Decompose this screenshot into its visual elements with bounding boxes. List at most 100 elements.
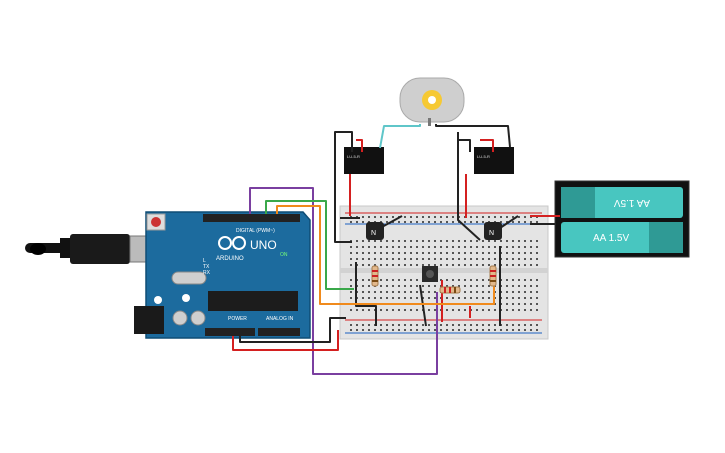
breadboard-hole	[488, 258, 490, 260]
breadboard-hole	[506, 324, 508, 326]
breadboard-hole	[380, 246, 382, 248]
breadboard-hole	[398, 285, 400, 287]
breadboard-hole	[488, 216, 490, 218]
breadboard-hole	[410, 285, 412, 287]
breadboard-hole	[506, 303, 508, 305]
breadboard-hole	[350, 264, 352, 266]
breadboard-hole	[374, 264, 376, 266]
wire-red	[480, 139, 494, 152]
breadboard-hole	[416, 309, 418, 311]
breadboard-hole	[434, 264, 436, 266]
wire-black	[457, 132, 471, 152]
breadboard-hole	[518, 221, 520, 223]
breadboard-hole	[530, 303, 532, 305]
breadboard-hole	[512, 297, 514, 299]
analog-header[interactable]	[258, 328, 300, 336]
breadboard-hole	[458, 297, 460, 299]
breadboard-hole	[446, 329, 448, 331]
breadboard-hole	[392, 252, 394, 254]
breadboard-hole	[368, 216, 370, 218]
breadboard-hole	[380, 279, 382, 281]
breadboard-hole	[386, 258, 388, 260]
breadboard-hole	[524, 258, 526, 260]
battery-pack[interactable]: AA 1.5V AA 1.5V	[554, 180, 690, 258]
breadboard-hole	[380, 252, 382, 254]
breadboard-hole	[464, 252, 466, 254]
breadboard-hole	[374, 329, 376, 331]
breadboard-hole	[410, 291, 412, 293]
breadboard-hole	[494, 240, 496, 242]
breadboard-hole	[422, 297, 424, 299]
breadboard-hole	[356, 221, 358, 223]
wire-red	[356, 139, 363, 152]
breadboard-hole	[374, 216, 376, 218]
breadboard-hole	[398, 324, 400, 326]
breadboard-hole	[530, 264, 532, 266]
breadboard-hole	[482, 216, 484, 218]
breadboard-hole	[398, 279, 400, 281]
breadboard-hole	[398, 258, 400, 260]
push-button[interactable]	[422, 266, 438, 282]
breadboard-hole	[464, 309, 466, 311]
breadboard-hole	[464, 279, 466, 281]
breadboard-hole	[440, 252, 442, 254]
breadboard-hole	[392, 258, 394, 260]
power-header[interactable]	[205, 328, 255, 336]
dc-power-jack[interactable]	[134, 306, 164, 334]
transistor-left[interactable]: N	[366, 222, 384, 240]
breadboard-hole	[422, 329, 424, 331]
breadboard-hole	[434, 240, 436, 242]
breadboard-hole	[470, 279, 472, 281]
breadboard-hole	[470, 297, 472, 299]
breadboard-hole	[392, 309, 394, 311]
breadboard-hole	[530, 285, 532, 287]
dc-motor[interactable]	[399, 77, 465, 126]
breadboard-hole	[524, 240, 526, 242]
breadboard-hole	[524, 246, 526, 248]
resistor-middle[interactable]	[439, 286, 461, 294]
breadboard-hole	[416, 279, 418, 281]
relay-left[interactable]: LU-5-R	[344, 147, 384, 174]
breadboard-hole	[482, 279, 484, 281]
breadboard-hole	[368, 291, 370, 293]
breadboard-hole	[386, 240, 388, 242]
arduino-uno-board[interactable]: UNO ARDUINO DIGITAL (PWM~) POWER ANALOG …	[134, 211, 311, 339]
breadboard-hole	[356, 309, 358, 311]
digital-header[interactable]	[203, 214, 300, 222]
breadboard-hole	[506, 246, 508, 248]
breadboard-hole	[392, 324, 394, 326]
breadboard-hole	[380, 264, 382, 266]
breadboard-hole	[350, 279, 352, 281]
breadboard-hole	[446, 324, 448, 326]
breadboard-hole	[392, 246, 394, 248]
capacitor	[190, 310, 206, 326]
breadboard-hole	[518, 246, 520, 248]
breadboard-hole	[536, 309, 538, 311]
transistor-right[interactable]: N	[484, 222, 502, 240]
power-label: POWER	[228, 316, 247, 322]
breadboard-hole	[362, 258, 364, 260]
breadboard-hole	[512, 303, 514, 305]
breadboard-hole	[476, 264, 478, 266]
breadboard-hole	[422, 291, 424, 293]
breadboard-hole	[488, 240, 490, 242]
breadboard-hole	[356, 252, 358, 254]
breadboard-hole	[446, 309, 448, 311]
wires	[232, 124, 560, 375]
wire-black	[499, 215, 519, 229]
breadboard-hole	[494, 258, 496, 260]
breadboard-hole	[506, 252, 508, 254]
breadboard-hole	[386, 309, 388, 311]
breadboard-hole	[452, 329, 454, 331]
breadboard-hole	[362, 264, 364, 266]
breadboard-hole	[362, 324, 364, 326]
resistor-right[interactable]	[489, 265, 497, 287]
relay-left-label: LU-5-R	[347, 154, 360, 159]
resistor-left[interactable]	[371, 265, 379, 287]
breadboard-hole	[440, 216, 442, 218]
breadboard-hole	[398, 291, 400, 293]
breadboard-hole	[482, 309, 484, 311]
breadboard-hole	[404, 279, 406, 281]
breadboard-hole	[536, 291, 538, 293]
breadboard-hole	[476, 309, 478, 311]
